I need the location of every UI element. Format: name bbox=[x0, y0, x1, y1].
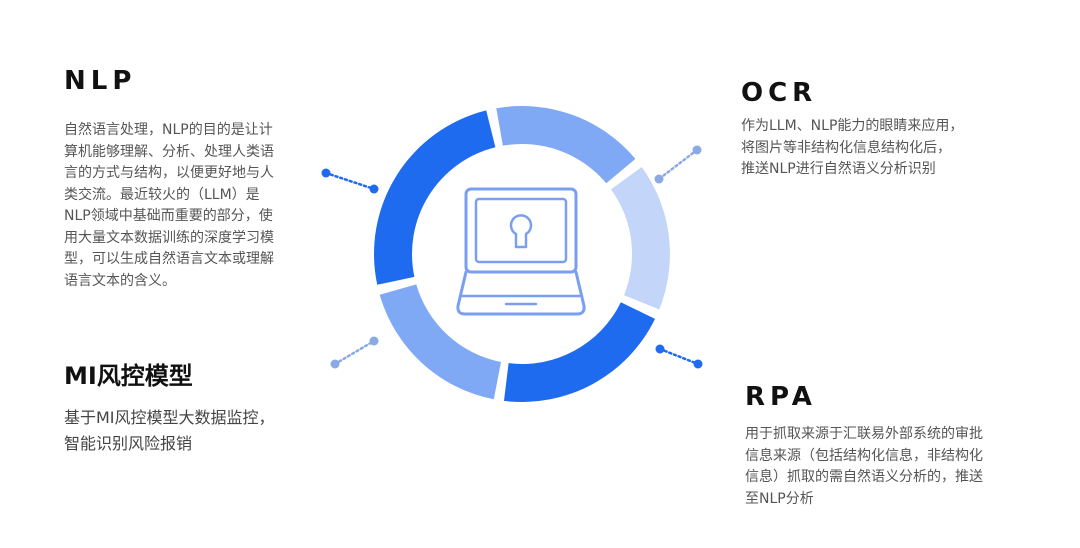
ring-segment-bottom bbox=[503, 302, 656, 402]
connector-dot bbox=[655, 344, 665, 354]
ring-segment-right bbox=[610, 167, 671, 310]
nlp-section: NLP 自然语言处理，NLP的目的是让计 算机能够理解、分析、处理人类语 言的方… bbox=[64, 66, 314, 292]
rpa-title: RPA bbox=[745, 382, 817, 412]
laptop-lock-icon bbox=[456, 187, 586, 316]
mi-title: MI风控模型 bbox=[64, 362, 193, 390]
connector-dot bbox=[369, 336, 379, 346]
mi-description: 基于MI风控模型大数据监控， 智能识别风险报销 bbox=[64, 408, 275, 453]
segmented-ring bbox=[374, 106, 671, 402]
laptop-screen-inner bbox=[474, 197, 568, 264]
connector-mi bbox=[330, 336, 379, 369]
connector-dot bbox=[693, 359, 703, 369]
connector-dot bbox=[654, 174, 664, 184]
nlp-title: NLP bbox=[64, 66, 137, 96]
connector-ocr bbox=[654, 145, 702, 184]
connector-dot bbox=[321, 168, 331, 178]
rpa-section: RPA 用于抓取来源于汇联易外部系统的审批 信息来源（包括结构化信息，非结构化 … bbox=[745, 382, 1025, 510]
connector-dot bbox=[692, 145, 702, 155]
ring-segment-lower-left bbox=[379, 284, 502, 400]
laptop-screen-outer bbox=[464, 187, 578, 274]
rpa-description: 用于抓取来源于汇联易外部系统的审批 信息来源（包括结构化信息，非结构化 信息）抓… bbox=[745, 426, 983, 507]
mi-section: MI风控模型 基于MI风控模型大数据监控， 智能识别风险报销 bbox=[64, 356, 344, 457]
connector-dotted-line bbox=[658, 347, 700, 366]
ocr-description: 作为LLM、NLP能力的眼睛来应用， 将图片等非结构化信息结构化后， 推送NLP… bbox=[741, 118, 964, 177]
ring-segment-upper-left bbox=[374, 110, 496, 285]
nlp-description: 自然语言处理，NLP的目的是让计 算机能够理解、分析、处理人类语 言的方式与结构… bbox=[64, 122, 274, 289]
connectors bbox=[321, 145, 703, 369]
connector-dot bbox=[369, 184, 379, 194]
connector-nlp bbox=[321, 168, 379, 194]
connector-dot bbox=[330, 359, 340, 369]
ring-segment-top bbox=[496, 106, 636, 184]
connector-dotted-line bbox=[324, 171, 376, 191]
ocr-title: OCR bbox=[741, 78, 818, 108]
ocr-section: OCR 作为LLM、NLP能力的眼睛来应用， 将图片等非结构化信息结构化后， 推… bbox=[741, 78, 1021, 181]
laptop-base bbox=[456, 270, 586, 316]
connector-dotted-line bbox=[657, 148, 699, 181]
connector-rpa bbox=[655, 344, 703, 369]
connector-dotted-line bbox=[333, 339, 376, 366]
keyhole-icon bbox=[509, 214, 533, 249]
